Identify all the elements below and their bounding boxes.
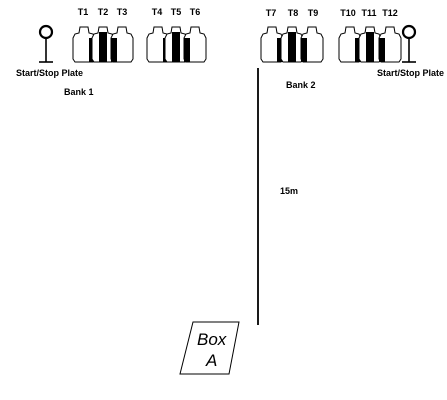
target-label-t4: T4: [151, 7, 163, 17]
target-label-t5: T5: [170, 7, 182, 17]
target-label-t10: T10: [340, 8, 356, 18]
target-label-t9: T9: [307, 8, 319, 18]
target-t6: [183, 26, 207, 63]
target-hard-cover: [379, 38, 385, 62]
distance-label: 15m: [280, 186, 299, 196]
shooting-box-label-line1: Box: [197, 330, 227, 349]
target-label-t8: T8: [287, 8, 299, 18]
target-hard-cover: [277, 38, 283, 62]
target-label-t2: T2: [97, 7, 109, 17]
shooting-box-label-line2: A: [206, 351, 218, 370]
target-hard-cover: [366, 32, 374, 62]
target-hard-cover: [172, 32, 180, 62]
target-label-t6: T6: [189, 7, 201, 17]
target-hard-cover: [301, 38, 307, 62]
start-stop-plate-right: [401, 24, 417, 63]
target-label-t7: T7: [265, 8, 277, 18]
target-hard-cover: [111, 38, 117, 62]
target-t3: [110, 26, 134, 63]
target-t12: [378, 26, 402, 63]
target-t8: [280, 26, 304, 63]
target-t9: [300, 26, 324, 63]
target-label-t12: T12: [382, 8, 398, 18]
target-hard-cover: [288, 32, 296, 62]
target-t10: [338, 26, 362, 63]
target-hard-cover: [99, 32, 107, 62]
target-t7: [260, 26, 284, 63]
start-stop-plate-left: [38, 24, 54, 63]
bank-1-label: Bank 1: [64, 87, 94, 97]
target-hard-cover: [355, 38, 361, 62]
target-label-t3: T3: [116, 7, 128, 17]
target-t11: [358, 26, 382, 63]
bank-2-label: Bank 2: [286, 80, 316, 90]
target-label-t1: T1: [77, 7, 89, 17]
shooting-box-a: [179, 321, 240, 375]
start-stop-plate-right-label: Start/Stop Plate: [377, 68, 445, 78]
start-stop-plate-left-label: Start/Stop Plate: [16, 68, 84, 78]
target-hard-cover: [184, 38, 190, 62]
target-label-t11: T11: [361, 8, 377, 18]
